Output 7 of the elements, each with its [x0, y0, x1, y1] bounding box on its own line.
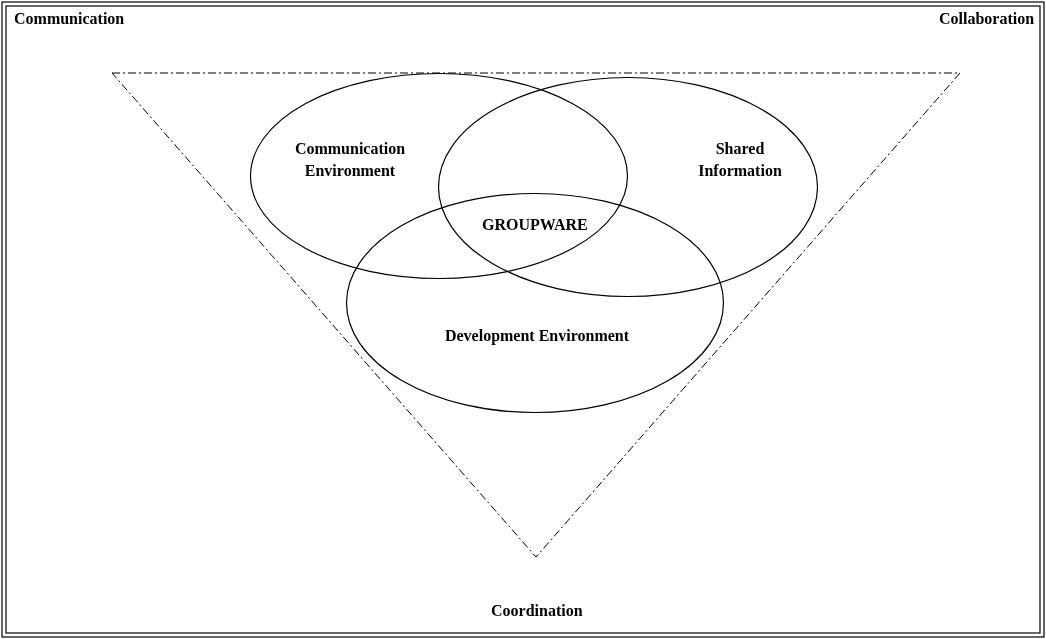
- corner-label: Collaboration: [939, 9, 1035, 29]
- corner-label: Coordination: [491, 601, 583, 621]
- ellipse-label: Shared Information: [697, 139, 783, 181]
- corner-label: Communication: [14, 9, 125, 29]
- ellipse-label: Communication Environment: [293, 139, 407, 181]
- ellipse-label: Development Environment: [443, 326, 631, 347]
- intersection-label: GROUPWARE: [482, 215, 588, 235]
